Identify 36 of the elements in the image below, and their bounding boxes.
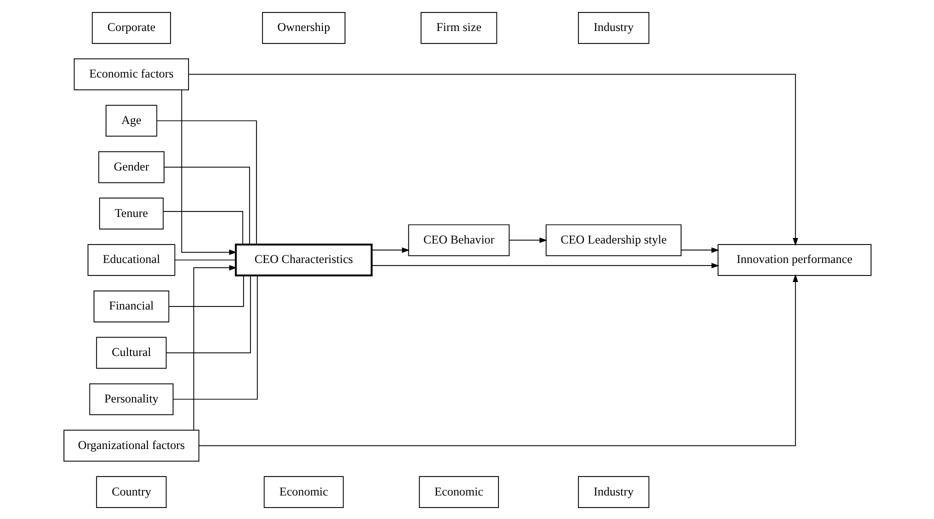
node-box: Educational (87, 244, 175, 276)
connector (174, 259, 236, 260)
node-box: Ownership (262, 12, 345, 44)
arrow (198, 274, 798, 446)
connector (163, 166, 250, 244)
node-box: Industry (577, 12, 649, 44)
arrow (180, 88, 236, 254)
connector (162, 210, 243, 244)
node-box: Economic (263, 476, 344, 508)
node-box: Innovation performance (717, 244, 871, 276)
node-box: Industry (577, 476, 649, 508)
node-box: CEO Characteristics (234, 243, 372, 276)
node-box: Tenure (98, 197, 164, 229)
node-box: Country (96, 476, 166, 508)
node-box: CEO Leadership style (545, 224, 682, 256)
node-box: Financial (93, 290, 169, 322)
node-box: Economic (418, 476, 498, 508)
node-box: Economic factors (73, 58, 188, 90)
connector (172, 274, 258, 400)
node-box: Organizational factors (63, 429, 199, 462)
node-box: Cultural (96, 336, 166, 368)
arrow (188, 73, 798, 246)
arrow (192, 264, 236, 430)
node-box: Gender (98, 150, 164, 183)
arrow (370, 246, 410, 252)
node-box: Age (105, 104, 157, 136)
arrow (680, 246, 719, 252)
node-box: Corporate (91, 12, 170, 44)
connector (168, 274, 244, 306)
connector (156, 120, 256, 244)
node-box: Firm size (420, 12, 497, 44)
arrow (370, 262, 719, 268)
arrow (508, 237, 547, 242)
connector (166, 274, 250, 353)
node-box: CEO Behavior (408, 224, 510, 256)
node-box: Personality (88, 382, 174, 415)
